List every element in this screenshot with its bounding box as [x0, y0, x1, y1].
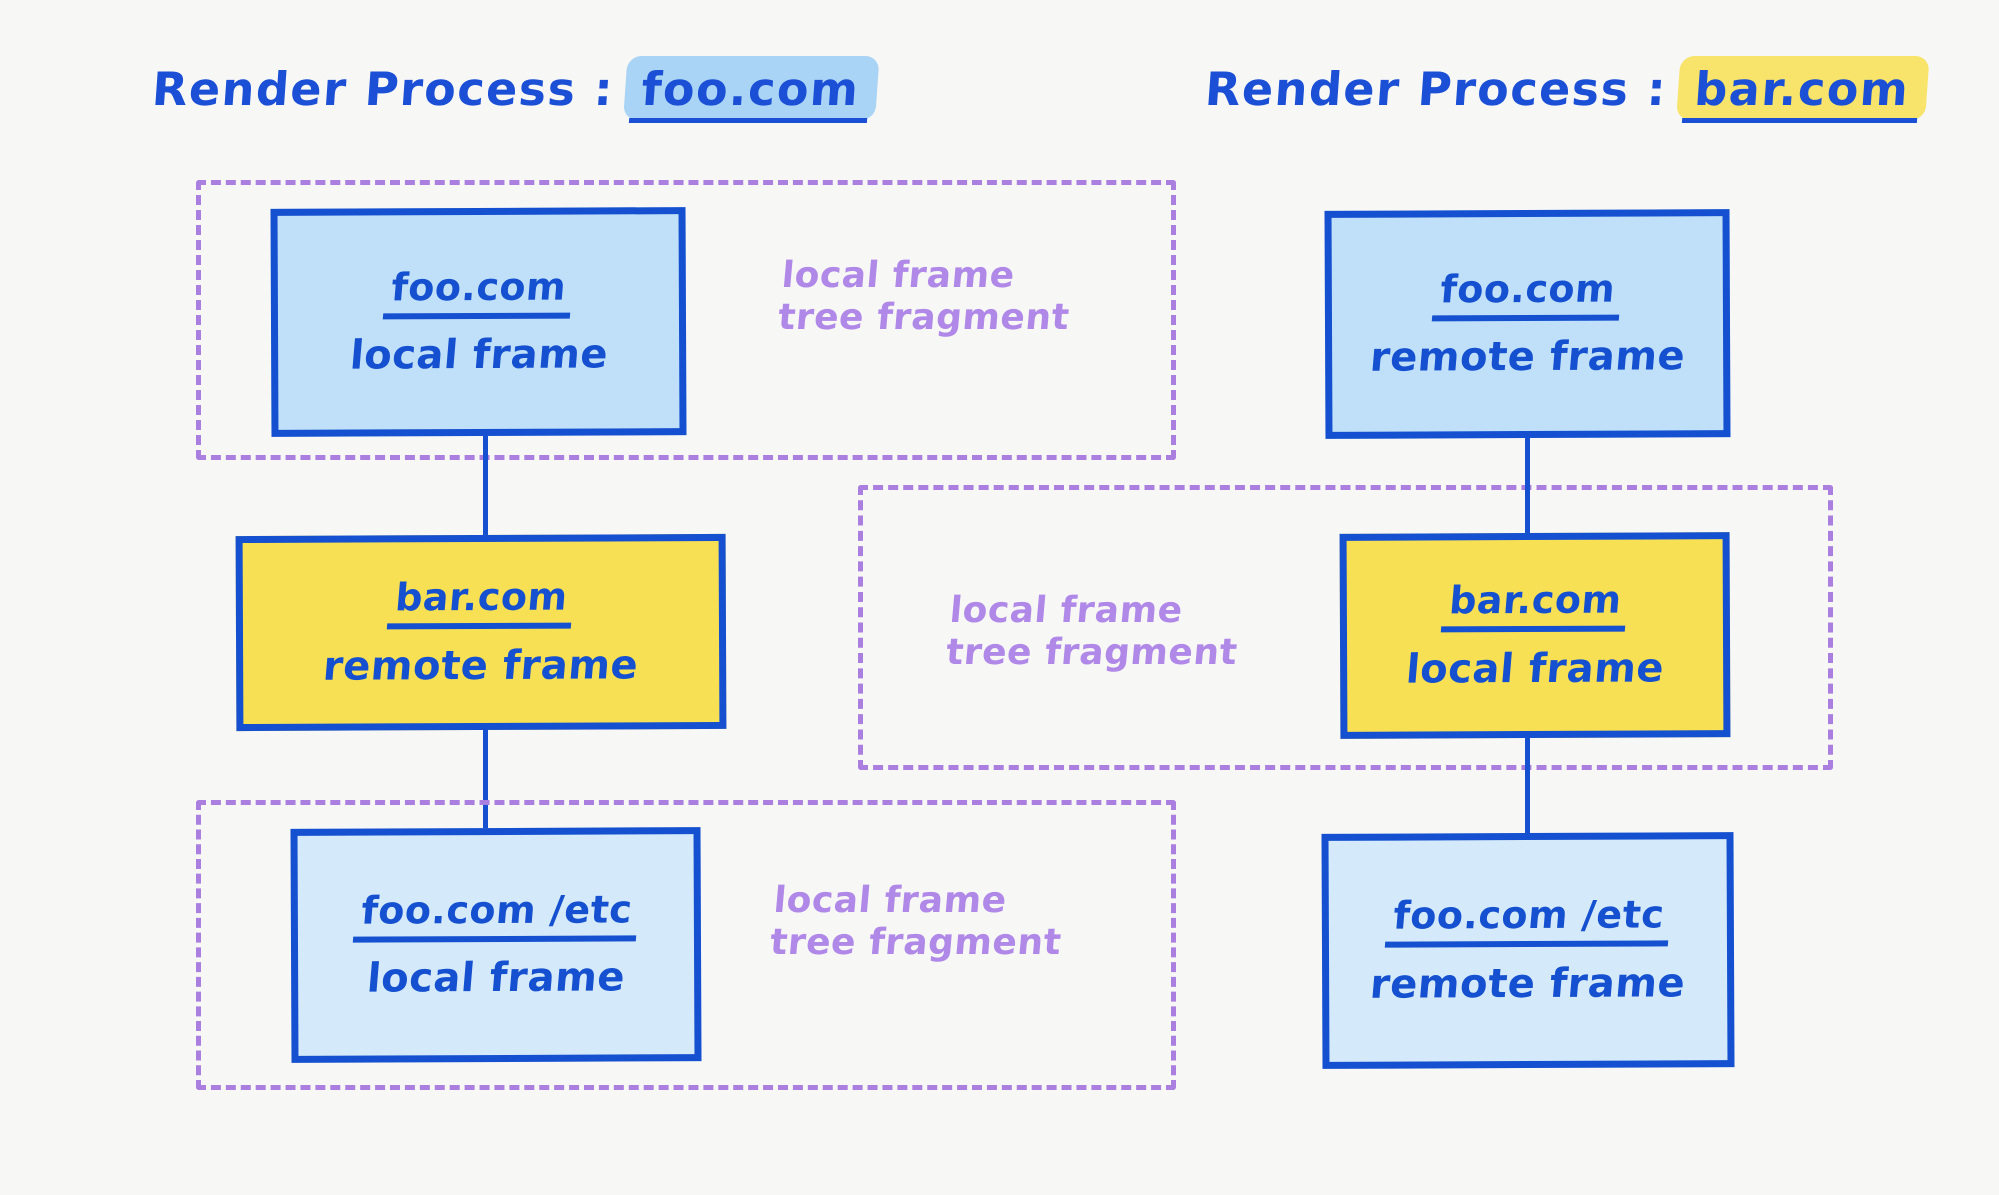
- left-frame-foo-com-local[interactable]: foo.com local frame: [270, 207, 687, 437]
- right-frame-3-url: foo.com /etc: [1384, 892, 1672, 948]
- left-fragment-1-outline: [196, 180, 1176, 460]
- center-fragment-label: local frame tree fragment: [944, 590, 1240, 674]
- right-frame-1-kind: remote frame: [1368, 333, 1688, 382]
- right-frame-foo-com-etc-remote[interactable]: foo.com /etc remote frame: [1321, 832, 1735, 1069]
- left-frame-2-kind: remote frame: [321, 642, 641, 690]
- left-frame-foo-com-etc-local[interactable]: foo.com /etc local frame: [290, 827, 702, 1063]
- process-title-left: Render Process : foo.com: [150, 62, 872, 123]
- left-fragment-2-label: local frame tree fragment: [768, 880, 1064, 964]
- left-frame-1-kind: local frame: [347, 331, 610, 380]
- left-fragment-2-outline: [196, 800, 1176, 1090]
- process-title-right-prefix: Render Process :: [1203, 62, 1669, 116]
- left-connector-1-2: [483, 428, 488, 546]
- left-frame-3-kind: local frame: [365, 954, 628, 1003]
- right-frame-3-kind: remote frame: [1368, 960, 1688, 1008]
- left-connector-2-3: [483, 725, 488, 835]
- left-frame-2-url: bar.com: [386, 575, 576, 630]
- right-connector-1-2: [1525, 432, 1530, 539]
- left-frame-1-url: foo.com: [382, 264, 574, 319]
- process-title-left-domain: foo.com: [629, 62, 872, 123]
- right-connector-2-3: [1525, 733, 1530, 838]
- process-title-right: Render Process : bar.com: [1203, 62, 1922, 123]
- right-frame-foo-com-remote[interactable]: foo.com remote frame: [1324, 209, 1731, 439]
- right-frame-bar-com-local[interactable]: bar.com local frame: [1339, 532, 1731, 739]
- process-title-left-prefix: Render Process :: [150, 62, 616, 116]
- right-frame-1-url: foo.com: [1431, 266, 1623, 321]
- left-frame-3-url: foo.com /etc: [352, 887, 640, 943]
- center-fragment-outline: [858, 485, 1833, 770]
- right-frame-2-url: bar.com: [1440, 578, 1630, 633]
- right-frame-2-kind: local frame: [1404, 645, 1667, 693]
- left-fragment-1-label: local frame tree fragment: [776, 255, 1072, 339]
- left-frame-bar-com-remote[interactable]: bar.com remote frame: [235, 533, 727, 732]
- process-title-right-domain: bar.com: [1682, 62, 1922, 123]
